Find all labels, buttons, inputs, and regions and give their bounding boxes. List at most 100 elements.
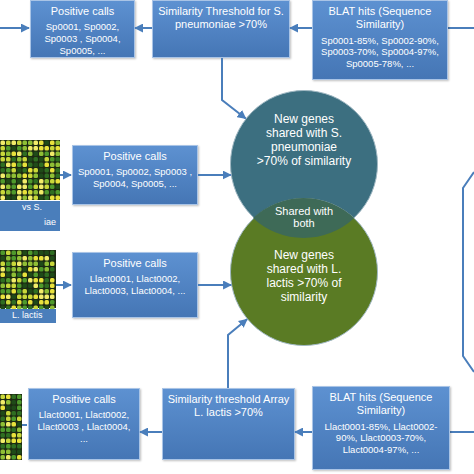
array-spot xyxy=(34,141,39,146)
array-spot xyxy=(39,295,44,300)
array-spot xyxy=(1,262,6,267)
array-spot xyxy=(17,141,22,146)
array-spot xyxy=(12,196,17,201)
array-spot xyxy=(28,157,33,162)
process-box: Similarity Threshold for S. pneumoniae >… xyxy=(152,0,290,58)
array-spot xyxy=(12,278,17,283)
image-arrow xyxy=(22,424,27,426)
array-spot xyxy=(17,455,22,460)
text-holder: BLAT hits (Sequence Similarity)Sp0001-85… xyxy=(317,5,443,70)
array-spot xyxy=(23,300,28,305)
array-spot xyxy=(28,174,33,179)
flow-arrow xyxy=(198,284,231,286)
array-spot xyxy=(56,190,61,195)
array-spot xyxy=(17,406,22,411)
array-spot xyxy=(28,190,33,195)
array-spot xyxy=(34,185,39,190)
array-background xyxy=(0,394,22,460)
array-spot xyxy=(39,273,44,278)
array-spot xyxy=(12,450,17,455)
process-box: Positive callsLlact0001, Llact0002, Llac… xyxy=(28,388,140,460)
array-spot xyxy=(39,146,44,151)
array-spot xyxy=(39,267,44,272)
array-spot xyxy=(45,152,50,157)
array-spot xyxy=(23,179,28,184)
circle-shape xyxy=(231,199,378,346)
process-box: BLAT hits (Sequence Similarity)Llact0001… xyxy=(312,386,450,470)
array-spot xyxy=(50,262,55,267)
offframe-line xyxy=(463,172,474,372)
array-spot xyxy=(34,190,39,195)
array-spot xyxy=(28,256,33,261)
array-spot xyxy=(6,422,11,427)
array-spot xyxy=(1,190,6,195)
array-spot xyxy=(50,163,55,168)
array-spot xyxy=(34,251,39,256)
image-caption: vs S. xyxy=(22,202,42,212)
array-spot xyxy=(39,174,44,179)
array-spot xyxy=(39,185,44,190)
array-spot xyxy=(50,256,55,261)
flow-arrow xyxy=(222,58,246,118)
array-spot xyxy=(45,168,50,173)
array-spot xyxy=(12,146,17,151)
array-spot xyxy=(17,433,22,438)
array-spot xyxy=(56,152,61,157)
array-spot xyxy=(17,400,22,405)
image-caption-band xyxy=(0,201,60,231)
array-spot xyxy=(23,267,28,272)
array-spot xyxy=(6,433,11,438)
node-title: New genes shared with L. lactis >70% of … xyxy=(255,248,353,305)
array-spot xyxy=(45,262,50,267)
array-spot xyxy=(1,433,6,438)
array-spot xyxy=(34,152,39,157)
array-spot xyxy=(56,141,61,146)
array-spot xyxy=(34,300,39,305)
array-spot xyxy=(1,428,6,433)
array-spot xyxy=(1,278,6,283)
array-spot xyxy=(28,146,33,151)
node-title: Shared with both xyxy=(269,205,339,229)
array-spot xyxy=(45,278,50,283)
array-spot xyxy=(12,422,17,427)
array-spot xyxy=(50,157,55,162)
array-spot xyxy=(28,267,33,272)
node-body: Llact0001, Llact0002, Llact0003, Llact00… xyxy=(77,273,193,296)
array-spot xyxy=(17,262,22,267)
text-holder: BLAT hits (Sequence Similarity)Llact0001… xyxy=(317,391,445,456)
array-spot xyxy=(28,295,33,300)
array-spot xyxy=(12,256,17,261)
array-spot xyxy=(1,450,6,455)
array-spot xyxy=(17,146,22,151)
array-spot xyxy=(12,141,17,146)
array-spot xyxy=(12,395,17,400)
node-body: Llact0001-85%, Llact0002-90%, Llact0003-… xyxy=(317,421,445,456)
array-spot xyxy=(17,439,22,444)
text-holder: New genes shared with S. pneumoniae >70%… xyxy=(255,90,353,169)
process-box: Positive callsSp0001, Sp0002, Sp0003 , S… xyxy=(30,0,135,58)
array-spot xyxy=(50,168,55,173)
array-spot xyxy=(56,157,61,162)
array-spot xyxy=(6,174,11,179)
array-spot xyxy=(23,168,28,173)
array-spot xyxy=(50,278,55,283)
array-spot xyxy=(6,395,11,400)
array-spot xyxy=(45,267,50,272)
array-spot xyxy=(45,300,50,305)
array-spot xyxy=(6,251,11,256)
array-spot xyxy=(34,168,39,173)
array-spot xyxy=(45,141,50,146)
array-spot xyxy=(1,444,6,449)
node-body: Llact0001, Llact0002, Llact0003 , Llact0… xyxy=(33,409,135,444)
array-spot xyxy=(23,174,28,179)
array-spot xyxy=(17,273,22,278)
array-spot xyxy=(12,168,17,173)
array-spot xyxy=(6,168,11,173)
array-spot xyxy=(45,179,50,184)
array-spot xyxy=(34,284,39,289)
array-spot xyxy=(17,450,22,455)
array-spot xyxy=(50,267,55,272)
array-spot xyxy=(12,444,17,449)
flow-arrow xyxy=(290,27,312,29)
array-spot xyxy=(1,411,6,416)
